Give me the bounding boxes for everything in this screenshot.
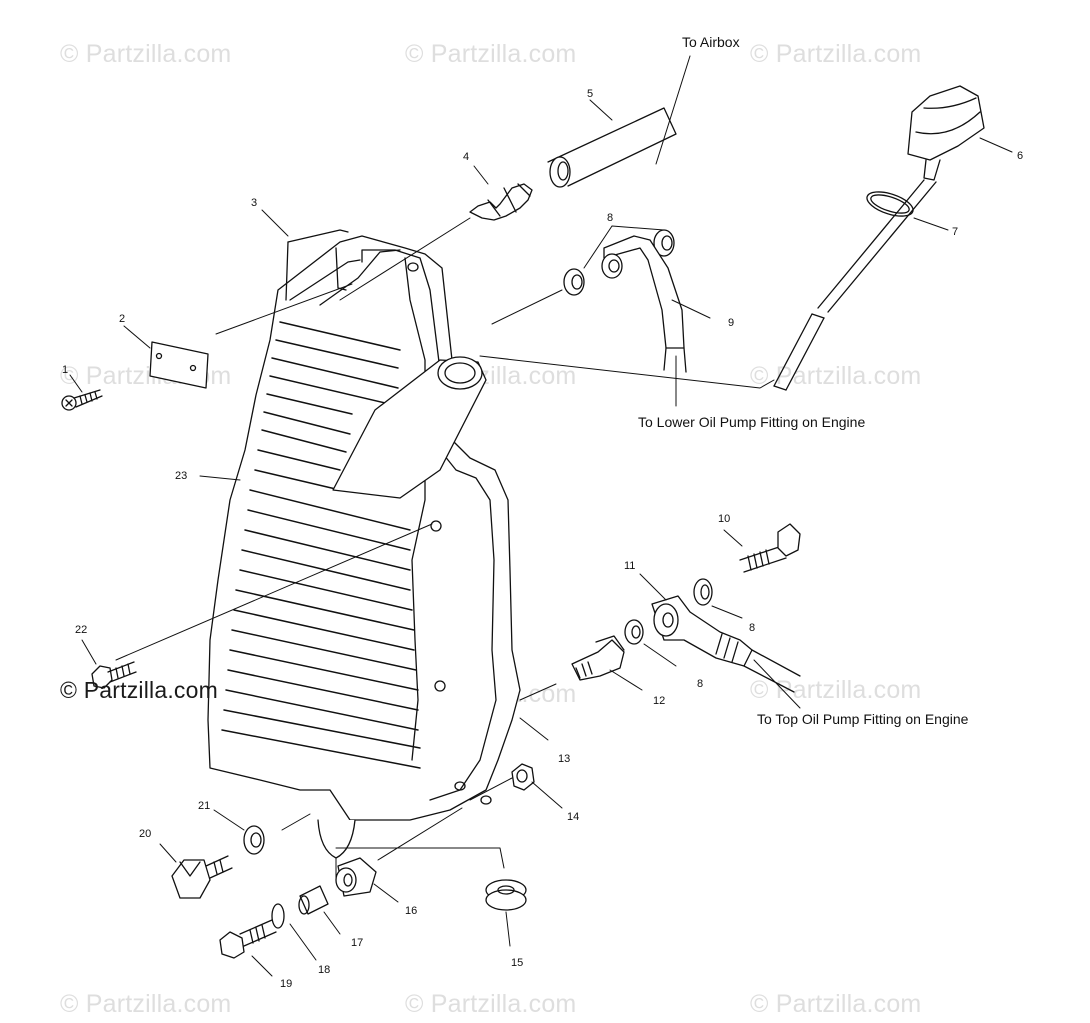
drain-bolt-20	[171, 855, 233, 899]
bracket-plate-2	[149, 341, 209, 389]
screw-1	[61, 389, 103, 411]
oil-tank	[207, 229, 521, 859]
watermark: © Partzilla.com	[60, 40, 232, 68]
callout-1: 1	[62, 364, 69, 376]
callout-19: 19	[280, 978, 293, 990]
oil-cap-6	[907, 85, 985, 181]
hose-fitting-4	[469, 183, 533, 221]
callout-15: 15	[511, 957, 524, 969]
note-to-lower-oil-pump: To Lower Oil Pump Fitting on Engine	[638, 414, 866, 430]
bolt-10	[739, 523, 801, 573]
callout-12: 12	[653, 695, 666, 707]
callout-5: 5	[587, 88, 594, 100]
sleeve-17	[298, 885, 329, 915]
callout-7: 7	[952, 226, 959, 238]
watermark: © Partzilla.com	[750, 40, 922, 68]
washer-21	[243, 825, 265, 855]
washers-8-upper	[563, 229, 675, 296]
vent-hose-5	[547, 107, 677, 188]
callout-13: 13	[558, 753, 571, 765]
callout-6: 6	[1017, 150, 1024, 162]
note-to-airbox: To Airbox	[682, 34, 740, 50]
callout-23: 23	[175, 470, 188, 482]
watermark: © Partzilla.com	[405, 990, 577, 1018]
bolt-19	[219, 919, 277, 959]
watermark: © Partzilla.com	[750, 990, 922, 1018]
fitting-12	[571, 635, 625, 681]
callout-21: 21	[198, 800, 211, 812]
callout-3: 3	[251, 197, 258, 209]
callout-8c: 8	[697, 678, 704, 690]
washer-18	[271, 903, 285, 929]
banjo-11	[651, 595, 801, 693]
callout-2: 2	[119, 313, 126, 325]
callout-4: 4	[463, 151, 470, 163]
grommet-15	[485, 879, 527, 911]
callout-22: 22	[75, 624, 88, 636]
washers-8-lower	[624, 578, 713, 645]
connector-lines	[115, 217, 775, 883]
watermark-dark: © Partzilla.com	[60, 677, 218, 703]
callout-8b: 8	[749, 622, 756, 634]
callout-9: 9	[728, 317, 735, 329]
watermark: © Partzilla.com	[750, 676, 922, 704]
callout-17: 17	[351, 937, 364, 949]
nut-14	[511, 763, 535, 791]
callout-16: 16	[405, 905, 418, 917]
watermark: © Partzilla.com	[60, 990, 232, 1018]
leader-lines	[69, 55, 1013, 977]
callout-8a: 8	[607, 212, 614, 224]
watermark: © Partzilla.com	[405, 40, 577, 68]
banjo-fitting-9	[601, 235, 687, 373]
callout-20: 20	[139, 828, 152, 840]
callout-10: 10	[718, 513, 731, 525]
callout-14: 14	[567, 811, 580, 823]
note-to-top-oil-pump: To Top Oil Pump Fitting on Engine	[757, 711, 969, 727]
dipstick-7	[773, 179, 937, 391]
screw-22	[91, 661, 137, 689]
callout-18: 18	[318, 964, 331, 976]
spacer-16	[335, 857, 377, 897]
callout-11: 11	[624, 560, 636, 572]
